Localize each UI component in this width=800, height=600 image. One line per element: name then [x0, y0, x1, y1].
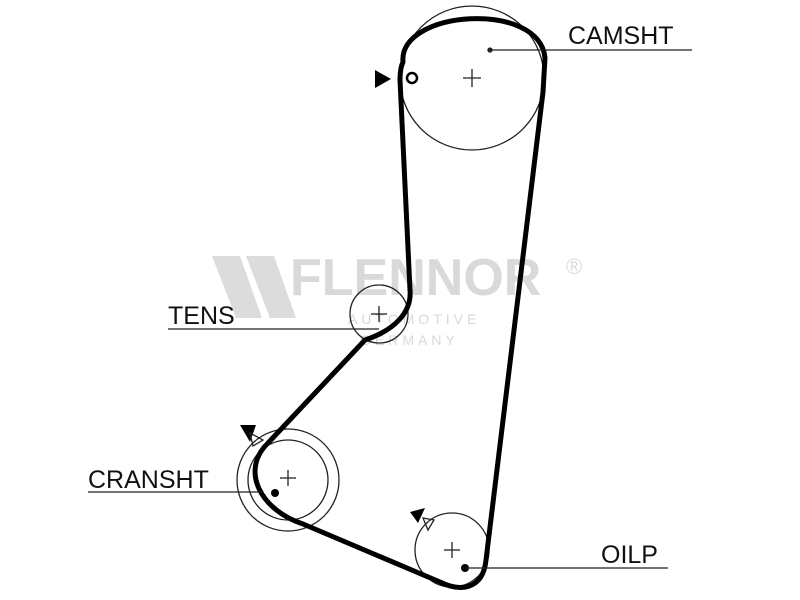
camshaft-timing-mark — [375, 70, 419, 88]
camshaft-triangle-arrow-icon — [375, 70, 391, 88]
oil-pump-label: OILP — [601, 541, 658, 569]
crankshaft-center-plus-icon — [280, 470, 296, 486]
watermark-brand: FLENNOR — [290, 249, 541, 307]
crankshaft-hollow-arrow-icon — [249, 431, 265, 448]
tensioner-pulley — [349, 284, 409, 344]
tensioner-center-plus-icon — [371, 306, 387, 322]
camshaft-small-circle-icon — [405, 71, 419, 85]
crankshaft-pulley-outer — [236, 428, 340, 532]
camshaft-center-plus-icon — [463, 69, 481, 87]
camshaft-leader-dot — [487, 47, 493, 53]
brand-watermark: FLENNOR ® AUTOMOTIVE GERMANY — [212, 249, 582, 348]
brand-logo-icon — [212, 256, 296, 318]
camshaft-label: CAMSHT — [568, 22, 674, 50]
crankshaft-timing-dot — [271, 489, 279, 497]
oil-pump-hollow-arrow-icon — [421, 517, 436, 532]
timing-belt — [252, 16, 548, 590]
watermark-tagline-1: AUTOMOTIVE — [348, 311, 480, 327]
tensioner-label: TENS — [168, 302, 235, 330]
watermark-registered: ® — [566, 254, 582, 279]
crankshaft-timing-mark — [240, 425, 279, 497]
oil-pump-timing-mark — [410, 508, 469, 572]
crankshaft-label: CRANSHT — [88, 466, 209, 494]
watermark-tagline-2: GERMANY — [360, 332, 459, 348]
crankshaft-triangle-arrow-icon — [240, 425, 256, 442]
oil-pump-center-plus-icon — [444, 542, 460, 558]
oil-pump-triangle-arrow-icon — [410, 508, 425, 523]
